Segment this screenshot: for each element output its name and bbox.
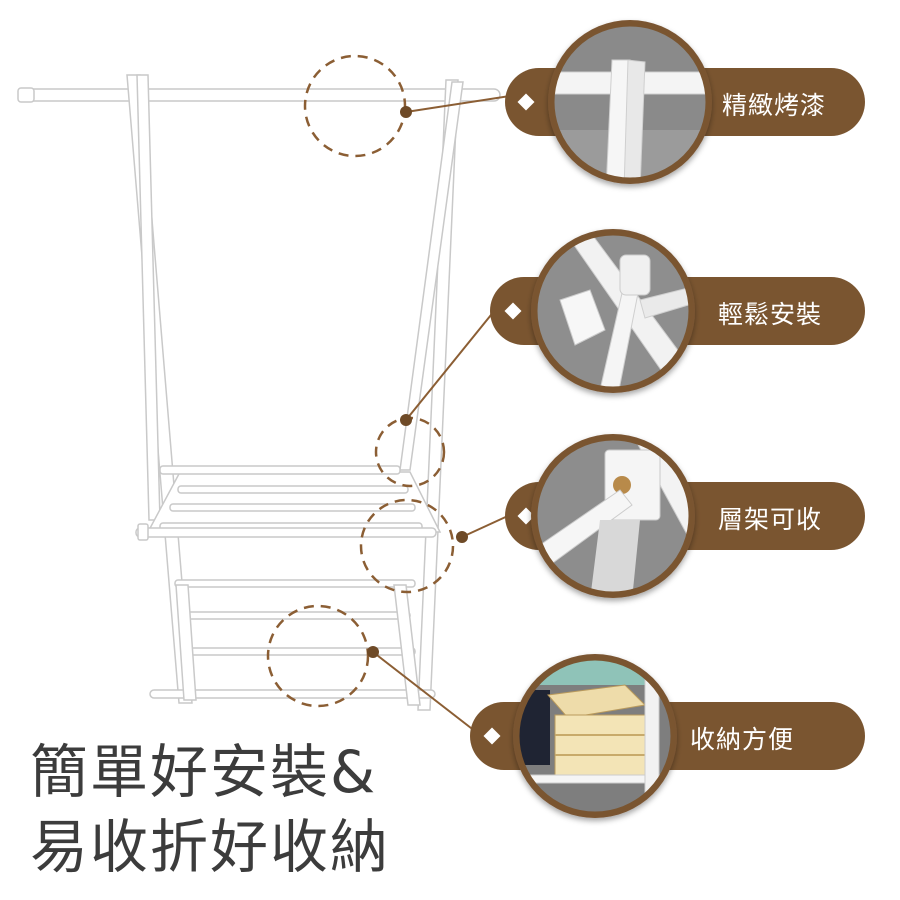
joint-knob-closeup-icon bbox=[531, 229, 695, 393]
leader-dots bbox=[367, 106, 468, 658]
feature-label-paint: 精緻烤漆 bbox=[722, 91, 827, 120]
headline-line-1: 簡單好安裝& bbox=[30, 738, 378, 806]
paint-finish-closeup-icon bbox=[548, 20, 712, 184]
feature-label-foldable-shelf: 層架可收 bbox=[718, 505, 823, 534]
garment-rack bbox=[17, 74, 501, 711]
leader-lines bbox=[372, 95, 511, 736]
storage-crate-closeup-icon bbox=[513, 654, 677, 818]
feature-label-storage: 收納方便 bbox=[690, 725, 795, 754]
feature-label-install: 輕鬆安裝 bbox=[718, 300, 823, 329]
headline-line-2: 易收折好收納 bbox=[30, 813, 391, 881]
folding-hinge-closeup-icon bbox=[531, 434, 695, 598]
pill-diamond-bullets bbox=[483, 93, 535, 745]
